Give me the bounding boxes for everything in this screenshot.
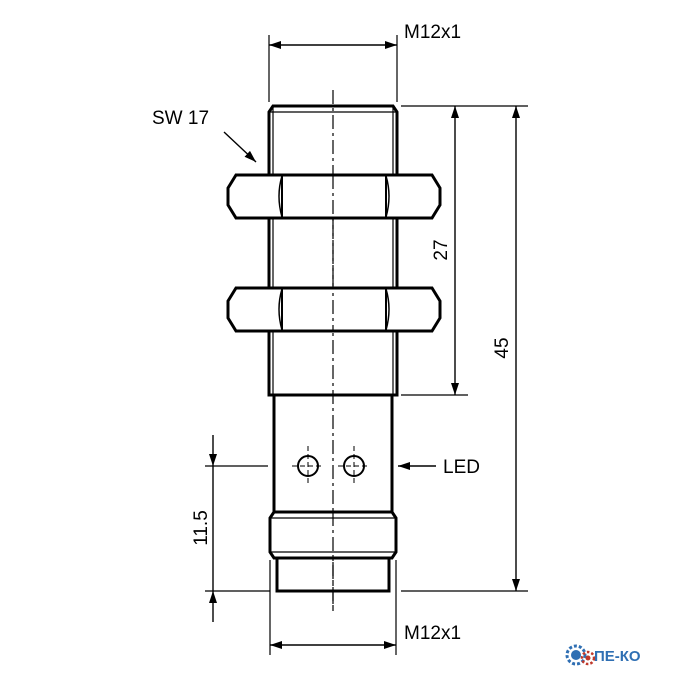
- brand-watermark-text: ПЕ-КО: [594, 648, 641, 665]
- dimension-27-label: 27: [431, 239, 452, 260]
- connector-collar: [268, 510, 398, 560]
- threaded-body: [267, 104, 399, 397]
- hex-nut-upper: [226, 173, 442, 220]
- dimension-45-label: 45: [492, 337, 513, 358]
- dimension-11-5-label: 11.5: [191, 510, 212, 546]
- dimension-27: [401, 105, 468, 396]
- led-label: LED: [443, 457, 480, 478]
- dimension-11-5: [205, 435, 270, 622]
- dimension-thread-bottom: [269, 560, 397, 655]
- gear-logo-icon: [565, 644, 596, 666]
- dimension-thread-top: [268, 35, 398, 102]
- wrench-size-leader: [223, 131, 257, 163]
- led-window-right: [338, 446, 370, 486]
- dimension-45: [401, 105, 528, 592]
- wrench-size-label: SW 17: [152, 108, 209, 129]
- led-window-left: [292, 446, 324, 486]
- thread-bottom-label: M12x1: [404, 623, 461, 644]
- hex-nut-lower: [226, 286, 442, 333]
- thread-top-label: M12x1: [404, 22, 461, 43]
